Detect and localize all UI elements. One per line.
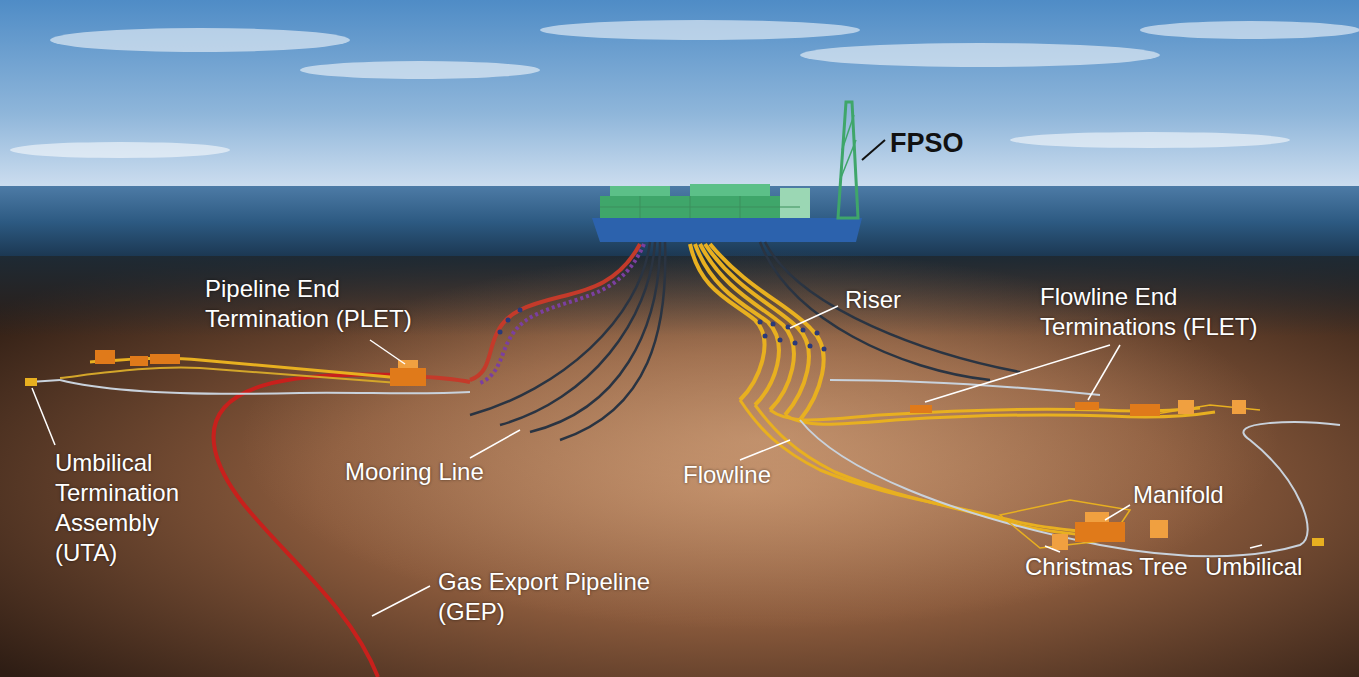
flet-structures	[910, 402, 1160, 416]
vessel-label: FPSO	[890, 128, 1010, 158]
leader-line	[862, 140, 885, 160]
part-label: Christmas Tree	[1025, 552, 1205, 582]
risers	[470, 244, 824, 420]
fpso-vessel	[592, 102, 862, 242]
buoyancy-modules	[498, 308, 827, 352]
uta-structure	[1312, 538, 1324, 546]
christmas-trees	[1052, 400, 1246, 550]
part-label: Flowline	[683, 460, 823, 490]
part-label: Umbilical Termination Assembly (UTA)	[55, 448, 205, 568]
part-label: Flowline End Terminations (FLET)	[1040, 282, 1300, 342]
gas-export-pipeline	[213, 374, 400, 677]
part-label: Manifold	[1133, 480, 1273, 510]
sea-surface	[0, 186, 1359, 258]
plet-structure	[390, 360, 426, 386]
umbilical-lines	[800, 380, 1340, 556]
clouds	[10, 20, 1359, 158]
part-label: Gas Export Pipeline (GEP)	[438, 567, 698, 627]
sky	[0, 0, 1359, 190]
part-label: Umbilical	[1205, 552, 1345, 582]
flowlines	[740, 400, 1215, 536]
part-label: Mooring Line	[345, 457, 545, 487]
part-label: Pipeline End Termination (PLET)	[205, 274, 455, 334]
part-label: Riser	[845, 285, 965, 315]
manifold-structure	[1075, 512, 1125, 542]
jumpers	[1000, 405, 1260, 548]
mooring-lines	[470, 242, 1020, 440]
left-manifolds	[25, 350, 180, 386]
